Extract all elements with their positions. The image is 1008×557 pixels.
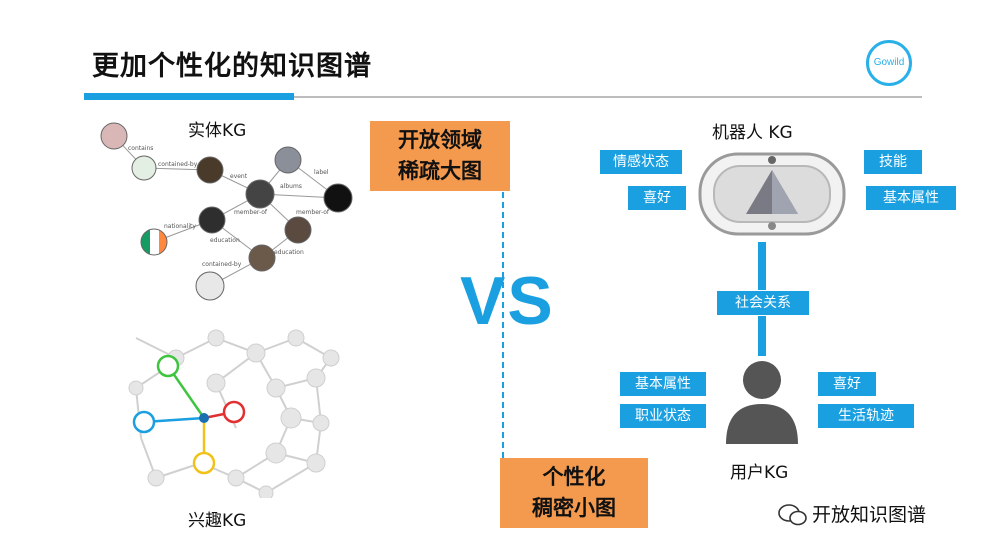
film-node-icon [156, 354, 180, 378]
game-character-node-icon [222, 400, 246, 424]
user-icon [726, 361, 798, 444]
user-tag-life-track: 生活轨迹 [818, 404, 914, 428]
user-kg-label: 用户KG [730, 463, 789, 483]
entity-kg-label: 实体KG [188, 121, 247, 141]
vs-label: VS [460, 263, 555, 339]
user-tag-preference: 喜好 [818, 372, 876, 396]
edge-label: member-of [234, 209, 268, 216]
personal-box: 个性化 稠密小图 [500, 458, 648, 528]
robot-image [698, 152, 846, 236]
entity-node [284, 216, 312, 244]
person-node-icon [199, 413, 209, 423]
edge-label: education [274, 249, 304, 256]
entity-node [248, 244, 276, 272]
center-dashed-line [502, 192, 504, 458]
edge-label: member-of [296, 209, 330, 216]
ireland-flag [140, 228, 168, 256]
robot-tag-skill: 技能 [864, 150, 922, 174]
robot-kg-label: 机器人 KG [712, 123, 793, 143]
personal-line2: 稠密小图 [532, 496, 616, 520]
open-domain-line2: 稀疏大图 [398, 159, 482, 183]
user-tag-attributes: 基本属性 [620, 372, 706, 396]
interest-graph [128, 329, 340, 498]
edge-label: nationality [164, 223, 196, 230]
edge-label: label [314, 169, 329, 176]
entity-node [195, 271, 225, 301]
entity-node [274, 146, 302, 174]
entity-node [198, 206, 226, 234]
entity-node [196, 156, 224, 184]
entity-node [323, 183, 353, 213]
edge-label: albums [280, 183, 302, 190]
calendar-node-icon [132, 410, 156, 434]
entity-node [245, 179, 275, 209]
edge-label: contained-by [202, 261, 242, 268]
edge-label: contains [128, 145, 153, 152]
interest-kg-label: 兴趣KG [188, 511, 247, 531]
gowild-logo: Gowild [866, 40, 912, 86]
entity-graph-edge-labels: contains contained-by event albums label… [128, 145, 330, 268]
entity-graph-nodes [100, 122, 353, 301]
open-domain-line1: 开放领域 [398, 128, 482, 152]
robot-tag-attributes: 基本属性 [866, 186, 956, 210]
entity-graph: contains contained-by event albums label… [100, 122, 353, 301]
wechat-account: 开放知识图谱 [812, 504, 927, 526]
title-underline-accent [84, 93, 294, 100]
personal-line1: 个性化 [542, 465, 606, 489]
entity-node [100, 122, 128, 150]
page-title: 更加个性化的知识图谱 [92, 51, 372, 82]
robot-tag-preference: 喜好 [628, 186, 686, 210]
interest-graph-background-nodes [128, 329, 340, 498]
edge-label: event [230, 173, 248, 180]
logo-text: Gowild [873, 57, 905, 68]
wechat-icon [778, 504, 807, 526]
robot-tag-emotion: 情感状态 [600, 150, 682, 174]
entity-node [131, 155, 157, 181]
food-node-icon [192, 451, 216, 475]
edge-label: education [210, 237, 240, 244]
title-underline [84, 96, 922, 98]
social-relation-tag: 社会关系 [716, 290, 810, 316]
open-domain-box: 开放领域 稀疏大图 [370, 121, 510, 191]
user-tag-occupation: 职业状态 [620, 404, 706, 428]
edge-label: contained-by [158, 161, 198, 168]
